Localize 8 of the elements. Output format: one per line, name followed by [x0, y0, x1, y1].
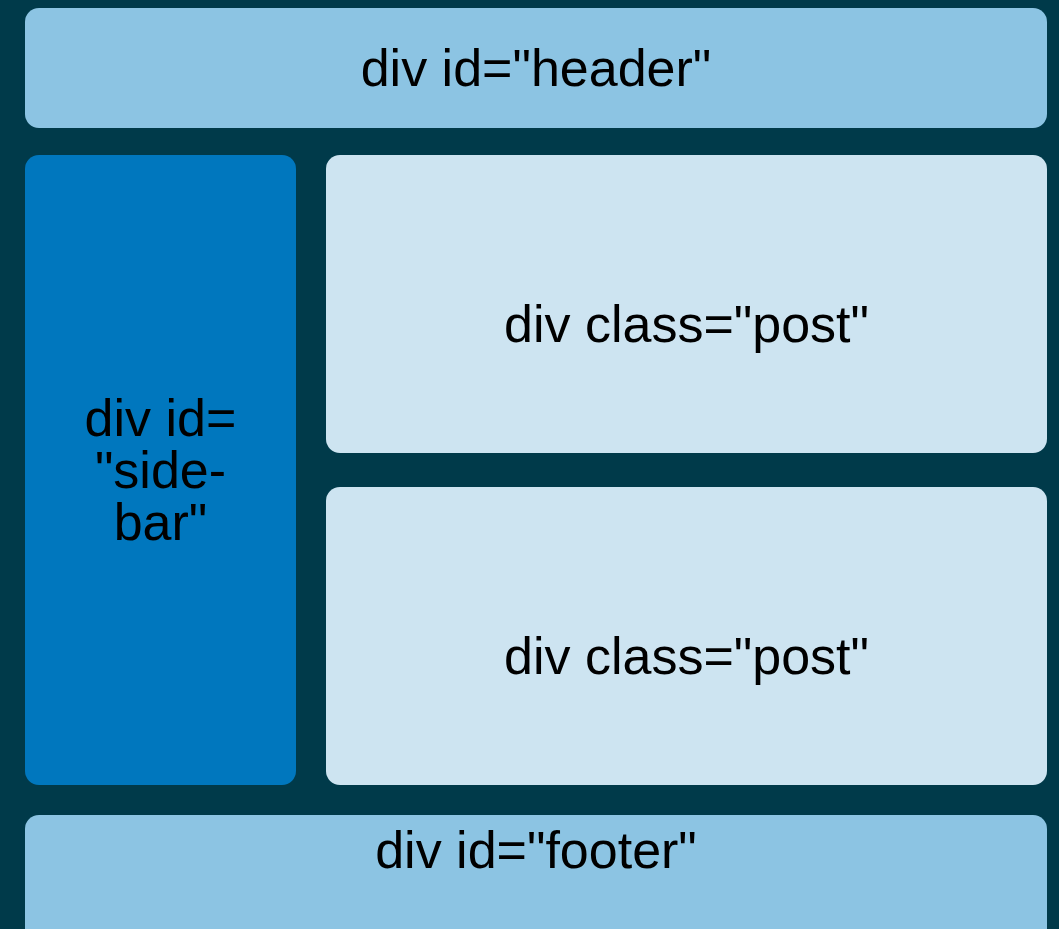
header-block: [25, 8, 1047, 128]
block-label: div id="footer": [375, 824, 697, 876]
block-label: div id="header": [360, 42, 712, 94]
footer-block: [25, 815, 1047, 929]
post-block: [326, 155, 1047, 453]
post-block: [326, 487, 1047, 785]
sidebar-block: [25, 155, 296, 785]
block-label: div id= "side- bar": [83, 392, 238, 548]
